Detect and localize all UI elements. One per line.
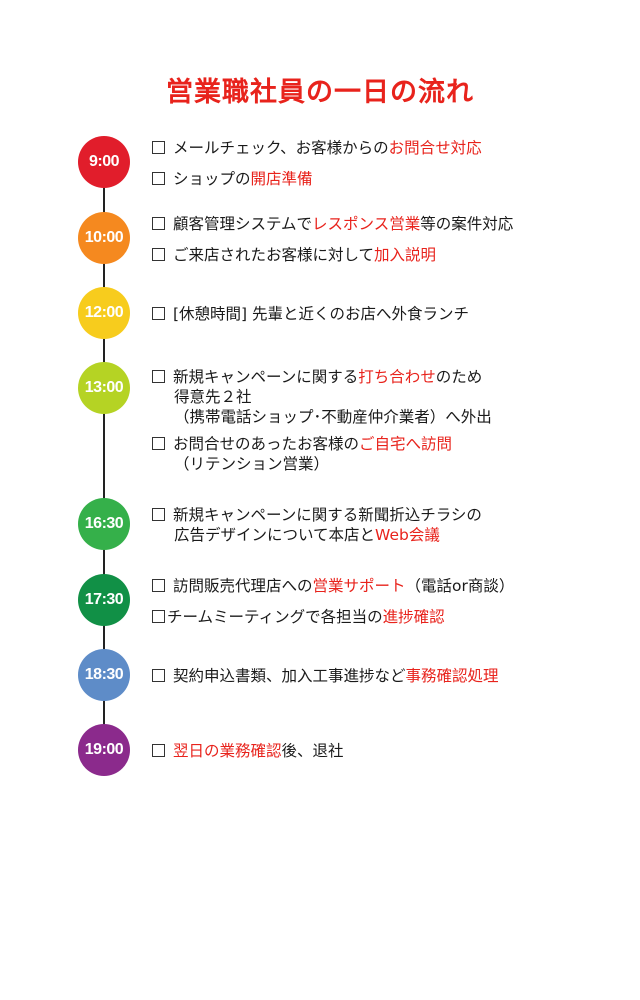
time-circle-1830: 18:30 [78, 649, 130, 701]
page-title: 営業職社員の一日の流れ [166, 77, 474, 108]
task-1200-lunch: [休憩時間] 先輩と近くのお店へ外食ランチ [152, 304, 469, 324]
checkbox-icon [152, 370, 165, 383]
time-circle-0900: 9:00 [78, 136, 130, 188]
checkbox-icon [152, 669, 165, 682]
task-1000-explain: ご来店されたお客様に対して加入説明 [152, 245, 436, 265]
checkbox-icon [152, 508, 165, 521]
checkbox-icon [152, 248, 165, 261]
task-1830-office: 契約申込書類、加入工事進捗など事務確認処理 [152, 666, 499, 686]
task-1730-support: 訪問販売代理店への営業サポート（電話or商談） [152, 576, 514, 596]
task-1730-progress: チームミーティングで各担当の進捗確認 [152, 607, 445, 627]
task-0900-mail: メールチェック、お客様からのお問合せ対応 [152, 138, 482, 158]
task-0900-open: ショップの開店準備 [152, 169, 313, 189]
checkbox-icon [152, 217, 165, 230]
time-circle-1000: 10:00 [78, 212, 130, 264]
time-circle-1900: 19:00 [78, 724, 130, 776]
timeline-line [103, 162, 105, 752]
time-circle-1200: 12:00 [78, 287, 130, 339]
time-circle-1300: 13:00 [78, 362, 130, 414]
time-circle-1630: 16:30 [78, 498, 130, 550]
checkbox-icon [152, 437, 165, 450]
task-1000-response: 顧客管理システムでレスポンス営業等の案件対応 [152, 214, 513, 234]
checkbox-icon [152, 141, 165, 154]
checkbox-icon [152, 172, 165, 185]
checkbox-icon [152, 307, 165, 320]
task-1900-leave: 翌日の業務確認後、退社 [152, 741, 344, 761]
checkbox-icon [152, 579, 165, 592]
checkbox-icon [152, 744, 165, 757]
task-1300-visit: お問合せのあったお客様のご自宅へ訪問 （リテンション営業） [152, 434, 452, 474]
checkbox-icon [152, 610, 165, 623]
task-1300-meeting: 新規キャンペーンに関する打ち合わせのため 得意先２社 （携帯電話ショップ･不動産… [152, 367, 492, 427]
task-1630-webmeeting: 新規キャンペーンに関する新聞折込チラシの 広告デザインについて本店とWeb会議 [152, 505, 482, 545]
time-circle-1730: 17:30 [78, 574, 130, 626]
